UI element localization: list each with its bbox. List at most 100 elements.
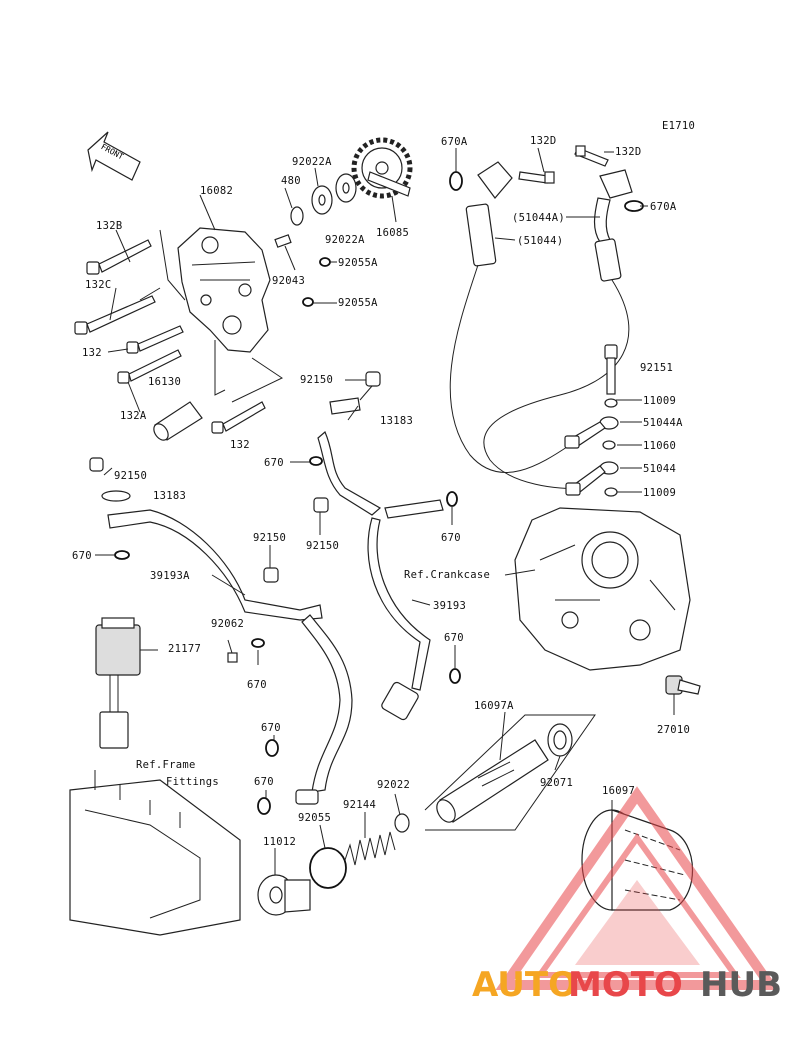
label-16097A: 16097A — [474, 700, 514, 712]
plug-92062 — [227, 652, 238, 663]
label-51044: 51044 — [643, 463, 676, 475]
oil-strainer-16097A — [436, 739, 549, 823]
banjo-bolt-92151 — [604, 344, 618, 395]
label-670-3: 670 — [72, 550, 92, 562]
pipe-39193 — [317, 431, 444, 721]
label-16082: 16082 — [200, 185, 233, 197]
collar-480 — [290, 206, 304, 226]
label-ref-crankcase: Ref.Crankcase — [404, 569, 490, 581]
frame-fittings — [69, 770, 241, 936]
o-ring-670-2 — [446, 491, 458, 507]
front-arrow-icon: FRONT — [87, 131, 141, 181]
bolt-132-lower — [211, 401, 266, 434]
label-11060: 11060 — [643, 440, 676, 452]
pipe-39193A — [107, 509, 353, 805]
label-670A-2: 670A — [650, 201, 677, 213]
label-132C: 132C — [85, 279, 112, 291]
washer-92022 — [394, 813, 410, 833]
label-132D: 132D — [530, 135, 557, 147]
o-ring-670 — [309, 456, 323, 466]
label-670-4: 670 — [444, 632, 464, 644]
label-92150-2: 92150 — [306, 540, 339, 552]
banjo-13183-2 — [101, 490, 131, 502]
label-670: 670 — [264, 457, 284, 469]
label-92022A-2: 92022A — [325, 234, 365, 246]
label-670-6: 670 — [261, 722, 281, 734]
logo-hub: HUB — [700, 965, 782, 1005]
label-132A: 132A — [120, 410, 147, 422]
bolt-92150 — [359, 371, 381, 401]
hose-51044 — [449, 161, 571, 473]
label-92055: 92055 — [298, 812, 331, 824]
label-51044A: 51044A — [643, 417, 683, 429]
label-132-lower: 132 — [230, 439, 250, 451]
label-92062: 92062 — [211, 618, 244, 630]
bolt-132D — [518, 171, 555, 184]
label-132B: 132B — [96, 220, 123, 232]
banjo-51044A — [564, 416, 619, 449]
bolt-92150-4 — [263, 567, 279, 583]
label-92022A: 92022A — [292, 156, 332, 168]
automotohub-watermark — [495, 786, 780, 990]
label-11009-2: 11009 — [643, 487, 676, 499]
o-ring-670-7 — [257, 797, 271, 815]
label-16130: 16130 — [148, 376, 181, 388]
bolt-132D-2 — [574, 145, 609, 167]
label-39193A: 39193A — [150, 570, 190, 582]
banjo-13183 — [329, 397, 361, 415]
logo-moto: MOTO — [568, 965, 683, 1005]
label-670-5: 670 — [247, 679, 267, 691]
pin-16130 — [153, 401, 203, 441]
label-92055A: 92055A — [338, 257, 378, 269]
label-fittings: Fittings — [166, 776, 219, 788]
hose-51044A — [483, 169, 633, 489]
label-670-2: 670 — [441, 532, 461, 544]
label-92055A-2: 92055A — [338, 297, 378, 309]
automotohub-logo-text: AUTO MOTO HUB — [472, 965, 782, 1005]
diagram-id: E1710 — [662, 120, 695, 132]
label-ref-frame: Ref.Frame — [136, 759, 196, 771]
label-92150: 92150 — [300, 374, 333, 386]
label-92151: 92151 — [640, 362, 673, 374]
label-11012: 11012 — [263, 836, 296, 848]
label-39193: 39193 — [433, 600, 466, 612]
washer-11009 — [604, 398, 618, 408]
pin-92043 — [274, 234, 292, 248]
o-ring-670-3 — [449, 668, 461, 684]
logo-auto: AUTO — [472, 965, 577, 1005]
o-ring-92055A-2 — [302, 297, 314, 307]
oil-pump-body — [177, 227, 271, 353]
bolt-132B — [86, 239, 152, 275]
label-51044A-paren: (51044A) — [512, 212, 565, 224]
label-92071: 92071 — [540, 777, 573, 789]
banjo-51044 — [565, 461, 619, 496]
o-ring-670A — [449, 171, 463, 191]
plug-11012 — [257, 874, 311, 916]
bolt-132C — [74, 295, 156, 335]
washer-92022A — [311, 185, 333, 215]
label-51044-paren: (51044) — [517, 235, 563, 247]
label-670A: 670A — [441, 136, 468, 148]
gear-16085 — [351, 137, 413, 199]
washer-11009-2 — [604, 487, 618, 497]
o-ring-670-5 — [251, 638, 265, 648]
o-ring-670-4 — [114, 550, 130, 560]
label-670-7: 670 — [254, 776, 274, 788]
bolt-132A — [117, 349, 182, 384]
label-13183-2: 13183 — [153, 490, 186, 502]
label-92150-4: 92150 — [253, 532, 286, 544]
oil-switch-21177 — [95, 617, 141, 749]
o-ring-92055 — [309, 847, 347, 889]
label-16085: 16085 — [376, 227, 409, 239]
o-ring-92055A — [319, 257, 331, 267]
sensor-27010 — [665, 675, 701, 695]
label-21177: 21177 — [168, 643, 201, 655]
label-11009: 11009 — [643, 395, 676, 407]
label-92022: 92022 — [377, 779, 410, 791]
label-132: 132 — [82, 347, 102, 359]
o-ring-670-6 — [265, 739, 279, 757]
spring-92144 — [344, 831, 396, 866]
bolt-92150-2 — [313, 497, 329, 513]
label-92150-3: 92150 — [114, 470, 147, 482]
